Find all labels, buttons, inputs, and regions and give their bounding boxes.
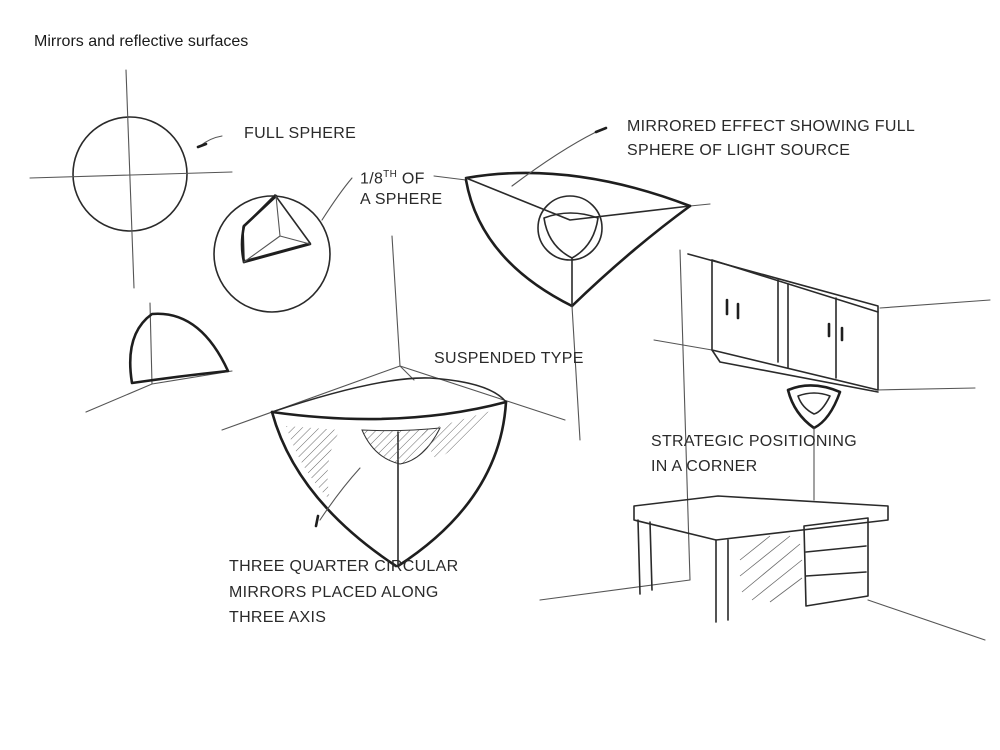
eighth-sphere-label-line2: A SPHERE <box>360 191 443 208</box>
three-quarter-label-line1: THREE QUARTER CIRCULAR <box>229 558 459 575</box>
corner-scene-sketch <box>539 249 991 641</box>
eighth-sphere-fraction: 1/8 <box>360 170 384 188</box>
suspended-mirror-sketch <box>433 126 711 441</box>
three-quarter-mirror-sketch <box>221 235 566 568</box>
page-title: Mirrors and reflective surfaces <box>34 33 249 50</box>
three-quarter-label-line2: MIRRORS PLACED ALONG <box>229 584 439 601</box>
eighth-sphere-superscript: TH <box>383 169 398 180</box>
eighth-sphere-sketch <box>213 177 353 313</box>
suspended-type-label: SUSPENDED TYPE <box>434 350 584 367</box>
eighth-sphere-label: 1/8TH OF <box>360 168 425 190</box>
full-sphere-sketch <box>29 69 233 289</box>
eighth-sphere-of: OF <box>397 170 425 188</box>
mirrored-effect-label-line2: SPHERE OF LIGHT SOURCE <box>627 142 851 159</box>
strategic-positioning-label-line1: STRATEGIC POSITIONING <box>651 433 858 450</box>
mirrored-effect-label-line1: MIRRORED EFFECT SHOWING FULL <box>627 118 916 135</box>
three-quarter-label-line3: THREE AXIS <box>229 609 327 626</box>
full-sphere-label: FULL SPHERE <box>244 125 357 142</box>
corner-eighth-sphere-sketch <box>85 302 233 413</box>
strategic-positioning-label-line2: IN A CORNER <box>651 458 758 475</box>
